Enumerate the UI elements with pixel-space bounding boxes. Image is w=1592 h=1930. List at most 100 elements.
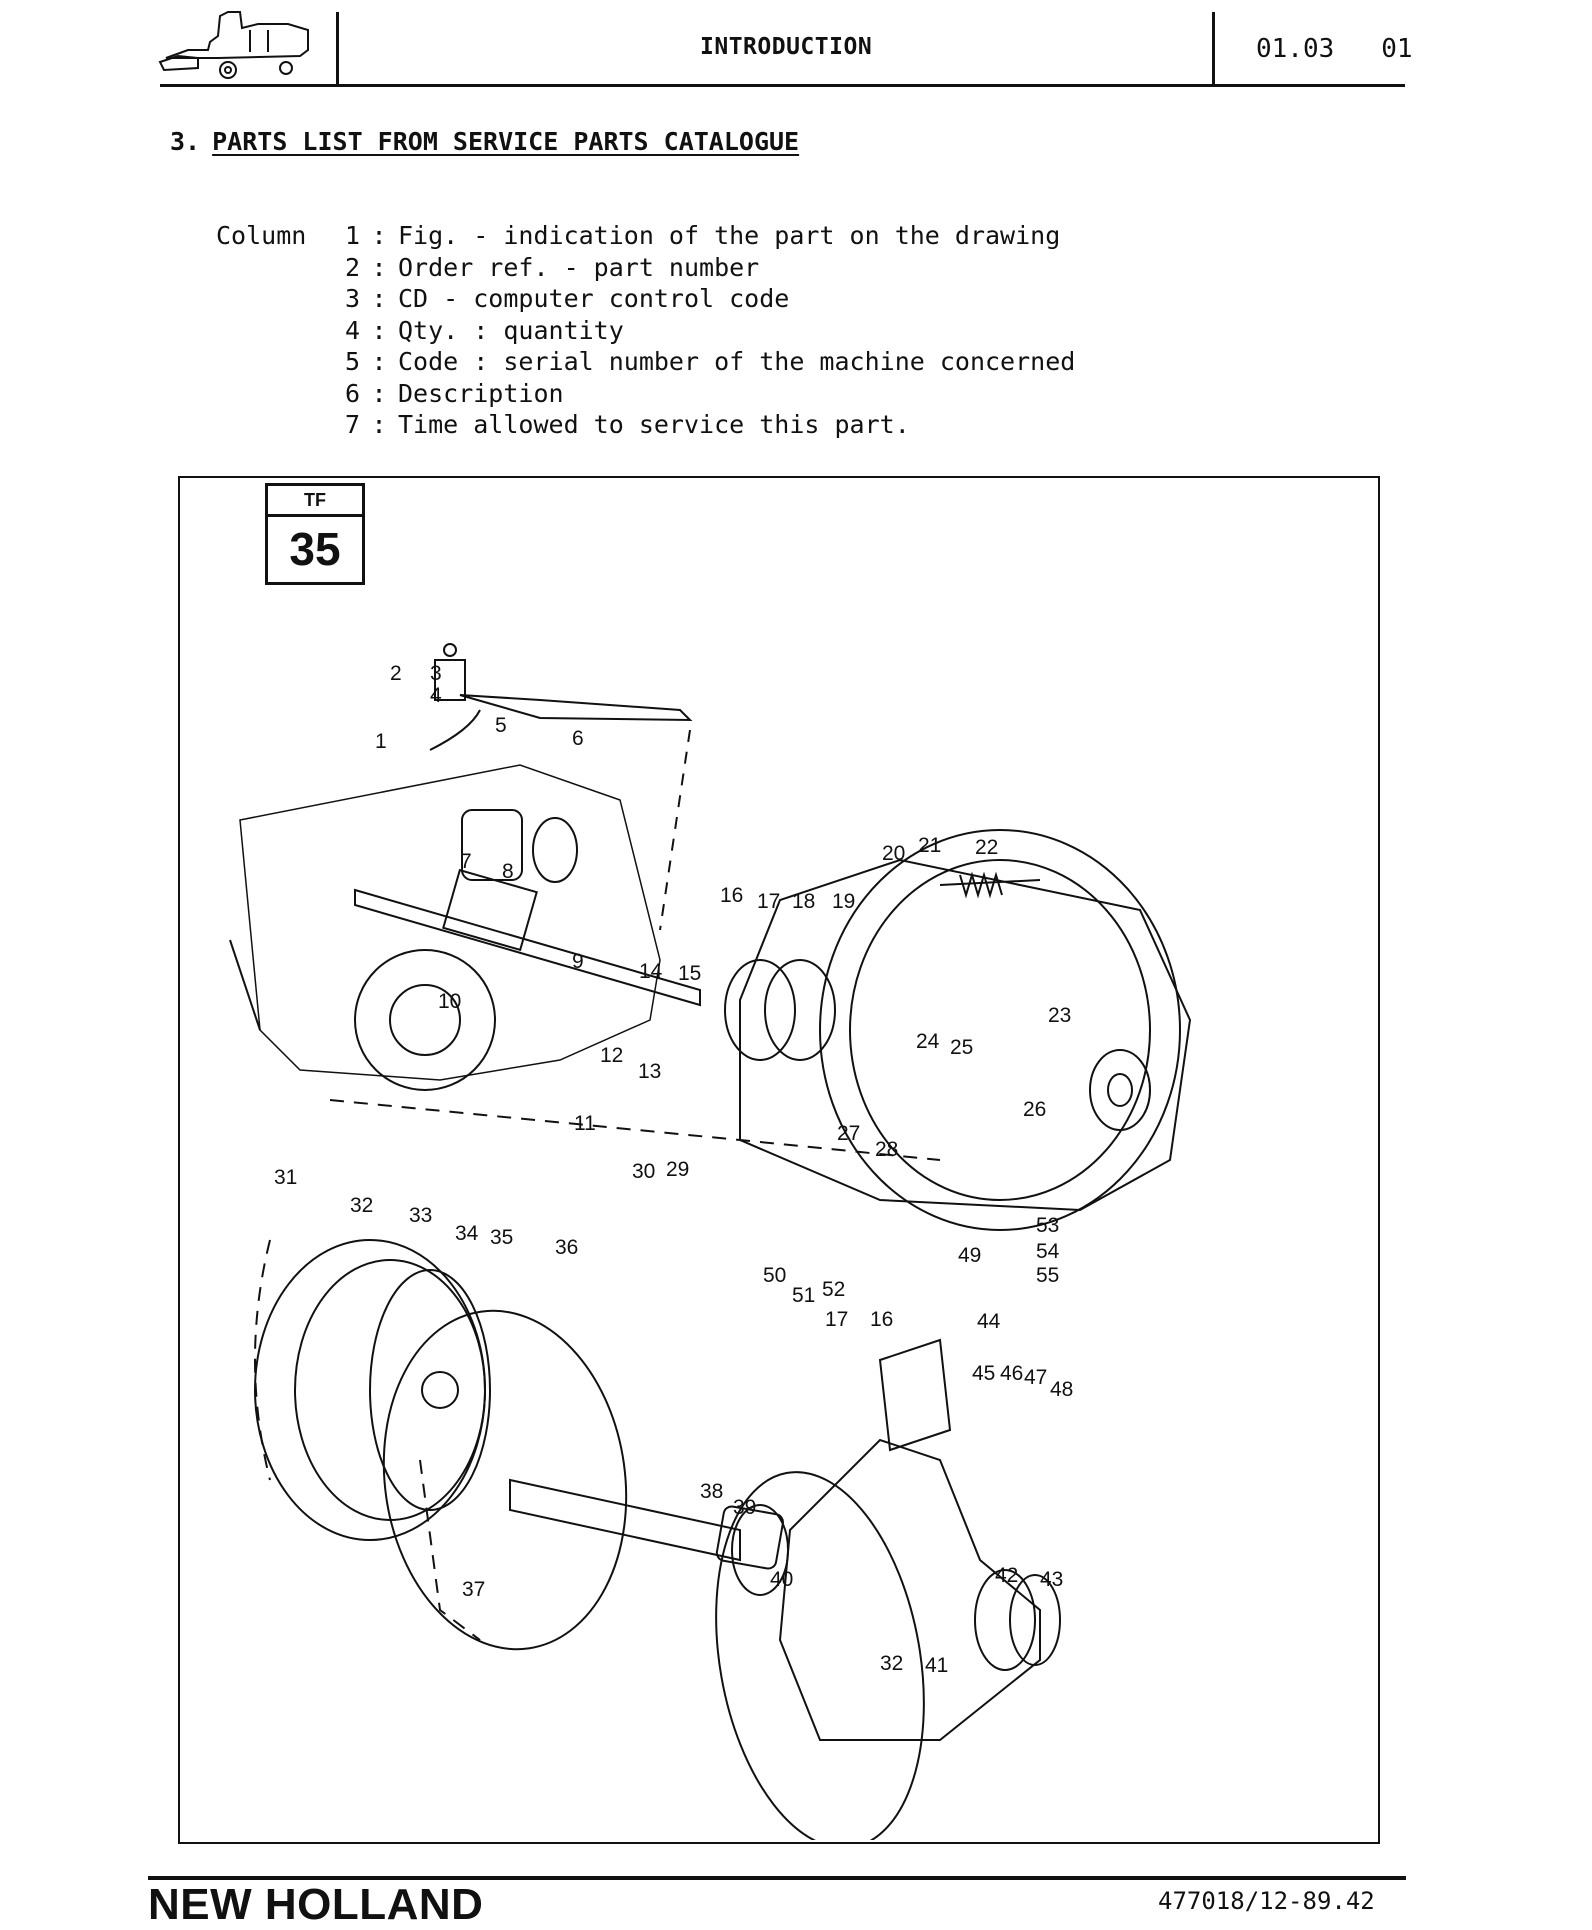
- callout-27: 27: [837, 1122, 860, 1145]
- callout-46: 46: [1000, 1362, 1023, 1385]
- callout-19: 19: [832, 890, 855, 913]
- callout-29: 29: [666, 1158, 689, 1181]
- column-legend-lead: Column: [216, 221, 307, 250]
- column-separator: :: [371, 284, 387, 313]
- callout-25: 25: [950, 1036, 973, 1059]
- header-divider: [336, 12, 339, 86]
- column-number: 7: [344, 410, 360, 439]
- callout-6: 6: [572, 727, 584, 750]
- section-number: 3.: [170, 127, 201, 156]
- callout-43: 43: [1040, 1568, 1063, 1591]
- column-number: 4: [344, 315, 360, 345]
- page-title: INTRODUCTION: [700, 34, 873, 60]
- callout-39: 39: [733, 1496, 756, 1519]
- callout-10: 10: [438, 990, 461, 1013]
- column-separator: :: [371, 410, 387, 439]
- column-legend: Column 1: Fig. - indication of the part on…: [216, 220, 1075, 441]
- callout-7: 7: [460, 850, 472, 873]
- figure-tag-number: 35: [289, 523, 341, 575]
- column-legend-row: 4: Qty. : quantity: [216, 315, 1075, 347]
- callout-4: 4: [430, 684, 442, 707]
- callout-20: 20: [882, 842, 905, 865]
- callout-5: 5: [495, 714, 507, 737]
- callout-15: 15: [678, 962, 701, 985]
- callout-55: 55: [1036, 1264, 1059, 1287]
- callout-36: 36: [555, 1236, 578, 1259]
- column-legend-lead: [216, 283, 326, 315]
- column-legend-row: Column 1: Fig. - indication of the part on…: [216, 220, 1075, 252]
- callout-11: 11: [574, 1112, 596, 1135]
- combine-harvester-icon: [158, 11, 309, 79]
- column-number: 6: [344, 378, 360, 408]
- callout-49: 49: [958, 1244, 981, 1267]
- exploded-parts-drawing: 1 2 3 4 5 6 7 8 9 10 11 12 13 14 15 16 1…: [229, 643, 1192, 1840]
- callout-28: 28: [875, 1138, 898, 1161]
- column-number: 3: [344, 284, 360, 313]
- figure-tag-label: TF: [268, 486, 362, 517]
- callout-21: 21: [918, 834, 941, 857]
- callout-16b: 16: [870, 1308, 893, 1331]
- column-legend-row: 5:Code : serial number of the machine co…: [216, 346, 1075, 378]
- column-number: 2: [344, 252, 360, 282]
- column-description: Description: [398, 378, 564, 408]
- column-legend-lead: [216, 252, 326, 284]
- column-description: Qty. : quantity: [398, 315, 624, 345]
- callout-18: 18: [792, 890, 815, 913]
- column-legend-row: 2: Order ref. - part number: [216, 252, 1075, 284]
- callout-24: 24: [916, 1030, 940, 1053]
- callout-34: 34: [455, 1222, 479, 1245]
- callout-33: 33: [409, 1204, 432, 1227]
- column-description: Fig. - indication of the part on the dra…: [398, 221, 1061, 250]
- footer-rule: [148, 1876, 1406, 1880]
- callout-8: 8: [502, 860, 514, 883]
- callout-26: 26: [1023, 1098, 1046, 1121]
- column-legend-row: 3: CD - computer control code: [216, 283, 1075, 315]
- column-legend-lead: [216, 378, 326, 410]
- callout-37: 37: [462, 1578, 485, 1601]
- callout-32: 32: [350, 1194, 373, 1217]
- column-legend-lead: [216, 315, 326, 347]
- column-number: 1: [344, 221, 360, 250]
- column-description: Order ref. - part number: [398, 252, 760, 282]
- callout-51: 51: [792, 1284, 815, 1307]
- callout-labels: 1 2 3 4 5 6 7 8 9 10 11 12 13 14 15 16 1…: [274, 662, 1073, 1677]
- callout-9: 9: [572, 950, 584, 973]
- callout-31: 31: [274, 1166, 297, 1189]
- callout-1: 1: [375, 730, 387, 753]
- callout-50: 50: [763, 1264, 786, 1287]
- section-heading: 3. PARTS LIST FROM SERVICE PARTS CATALOGU…: [170, 127, 799, 156]
- callout-45: 45: [972, 1362, 995, 1385]
- callout-17b: 17: [825, 1308, 848, 1331]
- callout-41: 41: [925, 1654, 948, 1677]
- column-description: CD - computer control code: [398, 284, 790, 313]
- column-separator: :: [371, 315, 387, 345]
- column-separator: :: [371, 252, 387, 282]
- document-reference: 477018/12-89.42: [1158, 1887, 1375, 1915]
- callout-23: 23: [1048, 1004, 1071, 1027]
- callout-3: 3: [430, 662, 442, 685]
- column-separator: :: [371, 221, 387, 250]
- figure-tag: TF 35: [265, 483, 365, 585]
- column-legend-row: 6: Description: [216, 378, 1075, 410]
- callout-13: 13: [638, 1060, 661, 1083]
- callout-22: 22: [975, 836, 998, 859]
- callout-32b: 32: [880, 1652, 903, 1675]
- column-description: Code : serial number of the machine conc…: [398, 347, 1076, 376]
- callout-48: 48: [1050, 1378, 1073, 1401]
- callout-44: 44: [977, 1310, 1001, 1333]
- callout-40: 40: [770, 1568, 793, 1591]
- callout-35: 35: [490, 1226, 513, 1249]
- callout-54: 54: [1036, 1240, 1060, 1263]
- callout-2: 2: [390, 662, 402, 685]
- column-legend-lead: [216, 409, 326, 441]
- callout-16: 16: [720, 884, 743, 907]
- column-separator: :: [371, 378, 387, 408]
- column-legend-lead: [216, 346, 326, 378]
- section-title: PARTS LIST FROM SERVICE PARTS CATALOGUE: [212, 127, 800, 156]
- header-rule: [160, 84, 1405, 87]
- header-divider: [1212, 12, 1215, 86]
- column-description: Time allowed to service this part.: [398, 410, 910, 439]
- column-separator: :: [371, 347, 387, 376]
- callout-14: 14: [639, 960, 663, 983]
- callout-42: 42: [995, 1564, 1018, 1587]
